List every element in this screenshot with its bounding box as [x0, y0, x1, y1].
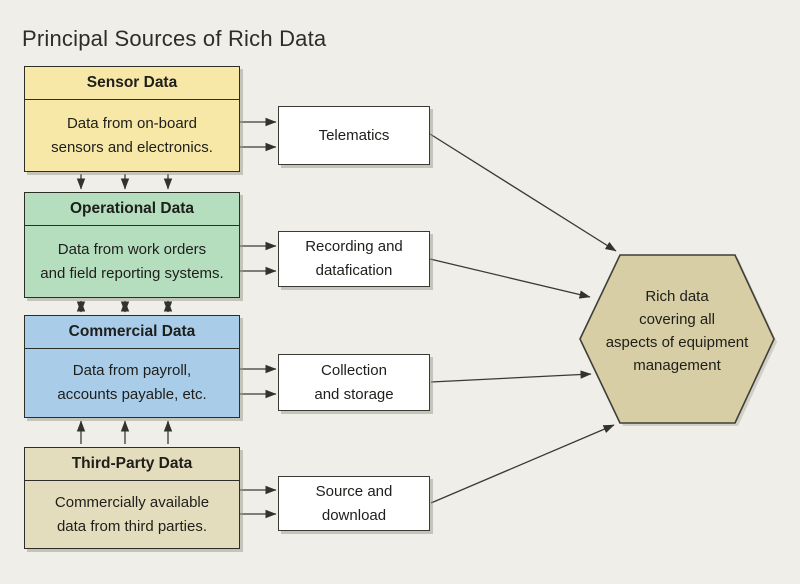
source-box-operational-data: Operational Data Data from work orders a… — [24, 192, 240, 298]
process-box-recording-datafication: Recording and datafication — [278, 231, 430, 287]
source-body-operational-data: Data from work orders and field reportin… — [40, 240, 224, 282]
arrows-sensor-to-telematics — [240, 117, 277, 152]
source-box-third-party-data: Third-Party Data Commercially available … — [24, 447, 240, 549]
source-header-sensor-data: Sensor Data — [25, 67, 239, 100]
source-header-commercial-data: Commercial Data — [25, 316, 239, 349]
process-box-source-download: Source and download — [278, 476, 430, 531]
source-header-third-party-data: Third-Party Data — [25, 448, 239, 481]
arrows-thirdparty-to-commercial — [76, 420, 173, 444]
source-box-commercial-data: Commercial Data Data from payroll, accou… — [24, 315, 240, 418]
source-body-third-party-data: Commercially available data from third p… — [54, 493, 210, 535]
arrows-processes-to-hexagon — [429, 133, 617, 504]
arrows-operational-to-recording — [240, 241, 277, 276]
arrows-sensor-to-operational — [76, 174, 173, 190]
process-box-collection-storage: Collection and storage — [278, 354, 430, 411]
rich-data-hexagon — [579, 254, 775, 424]
arrows-commercial-to-collection — [240, 364, 277, 399]
source-body-sensor-data: Data from on-board sensors and electroni… — [51, 114, 213, 156]
arrows-operational-commercial-twoway — [76, 300, 173, 313]
arrows-thirdparty-to-source — [240, 485, 277, 519]
source-box-sensor-data: Sensor Data Data from on-board sensors a… — [24, 66, 240, 172]
rich-data-hexagon-label: Rich data covering all aspects of equipm… — [605, 288, 749, 374]
process-box-telematics: Telematics — [278, 106, 430, 165]
page-title: Principal Sources of Rich Data — [22, 26, 327, 51]
source-header-operational-data: Operational Data — [25, 193, 239, 226]
source-body-commercial-data: Data from payroll, accounts payable, etc… — [57, 362, 207, 403]
